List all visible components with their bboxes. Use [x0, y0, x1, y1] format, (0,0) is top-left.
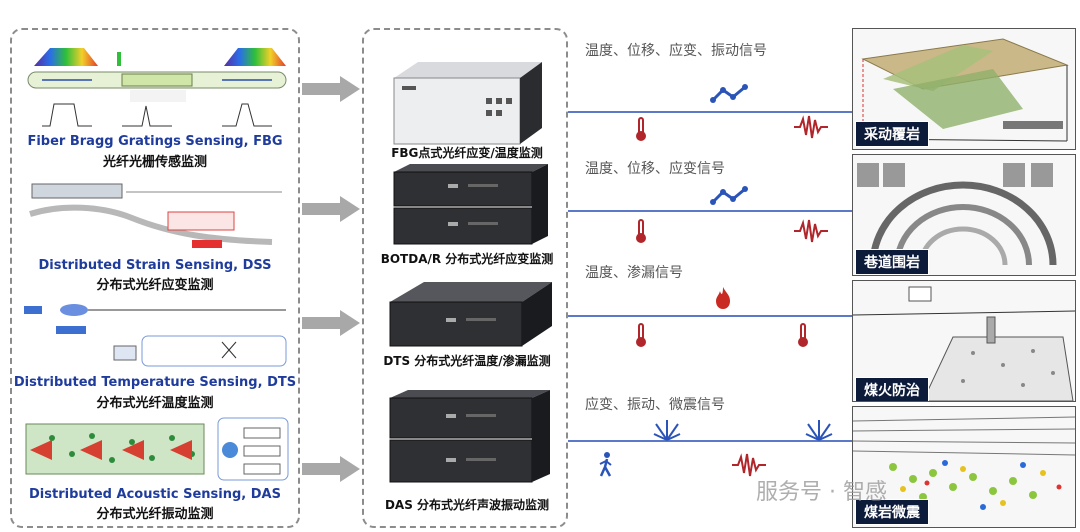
fbg-caption-en: Fiber Bragg Gratings Sensing, FBG: [27, 134, 283, 149]
fbg-schematic: [27, 48, 287, 127]
signal-text-2: 温度、位移、应变信号: [585, 161, 725, 177]
dss-caption-zh: 分布式光纤应变监测: [96, 278, 214, 293]
arrow-right-icon: [302, 76, 360, 102]
application-image-microseismic: 煤岩微震: [852, 406, 1076, 528]
dss-schematic: [29, 183, 282, 248]
walking-person-icon: [599, 452, 612, 477]
device-label-dts: DTS 分布式光纤温度/渗漏监测: [383, 354, 551, 368]
fbg-interrogator-device: [393, 62, 542, 145]
signal-text-3: 温度、渗漏信号: [585, 265, 683, 281]
microseismic-burst-icon: [805, 420, 833, 441]
thermometer-icon: [798, 323, 808, 347]
dts-interrogator-device: [389, 282, 552, 347]
microseismic-point-cloud: [853, 416, 1075, 510]
dts-caption-en: Distributed Temperature Sensing, DTS: [13, 375, 297, 390]
arrow-right-icon: [302, 456, 360, 482]
das-interrogator-device: [389, 390, 550, 483]
device-label-botda: BOTDA/R 分布式光纤应变监测: [380, 252, 554, 266]
das-caption-en: Distributed Acoustic Sensing, DAS: [29, 487, 281, 502]
application-label-microseismic: 煤岩微震: [855, 499, 929, 525]
application-label-overburden: 采动覆岩: [855, 121, 929, 147]
roadway-surrounding-rock-diagram: [857, 163, 1057, 266]
das-caption-zh: 分布式光纤振动监测: [96, 507, 214, 522]
arrow-right-icon: [302, 310, 360, 336]
arrow-right-icon: [302, 196, 360, 222]
das-schematic: [25, 417, 289, 481]
thermometer-icon: [636, 219, 646, 243]
vibration-wave-icon: [732, 453, 766, 477]
dts-caption-zh: 分布式光纤温度监测: [96, 396, 214, 411]
vibration-wave-icon: [794, 219, 828, 243]
application-image-coal-fire: 煤火防治: [852, 280, 1076, 402]
device-label-fbg: FBG点式光纤应变/温度监测: [391, 146, 543, 160]
thermometer-icon: [636, 323, 646, 347]
overburden-3d-model: [861, 38, 1069, 142]
coal-fire-diagram: [853, 286, 1075, 401]
device-label-das: DAS 分布式光纤声波振动监测: [384, 498, 550, 512]
trend-line-icon: [710, 186, 748, 205]
signal-text-4: 应变、振动、微震信号: [585, 397, 725, 413]
thermometer-icon: [636, 117, 646, 141]
connection-line-2: [568, 210, 852, 212]
application-label-roadway: 巷道围岩: [855, 249, 929, 275]
interrogator-devices-panel: FBG点式光纤应变/温度监测 BOTDA/R 分布式光纤应变监测 DTS 分布式…: [362, 28, 568, 528]
watermark: 服务号 · 智感: [756, 480, 887, 505]
flame-icon: [716, 287, 730, 309]
application-image-roadway: 巷道围岩: [852, 154, 1076, 276]
connection-line-3: [568, 315, 852, 317]
dts-schematic: [24, 304, 287, 367]
trend-line-icon: [710, 84, 748, 103]
signal-text-1: 温度、位移、应变、振动信号: [585, 43, 767, 59]
application-label-coal-fire: 煤火防治: [855, 377, 929, 401]
sensing-methods-panel: Fiber Bragg Gratings Sensing, FBG 光纤光栅传感…: [10, 28, 300, 528]
connection-line-1: [568, 111, 852, 113]
fbg-caption-zh: 光纤光栅传感监测: [102, 155, 207, 170]
connection-line-4: [568, 440, 852, 442]
vibration-wave-icon: [794, 115, 828, 139]
botda-interrogator-device: [393, 164, 548, 245]
dss-caption-en: Distributed Strain Sensing, DSS: [38, 258, 272, 273]
application-image-overburden: 采动覆岩: [852, 28, 1076, 150]
microseismic-burst-icon: [653, 420, 681, 441]
